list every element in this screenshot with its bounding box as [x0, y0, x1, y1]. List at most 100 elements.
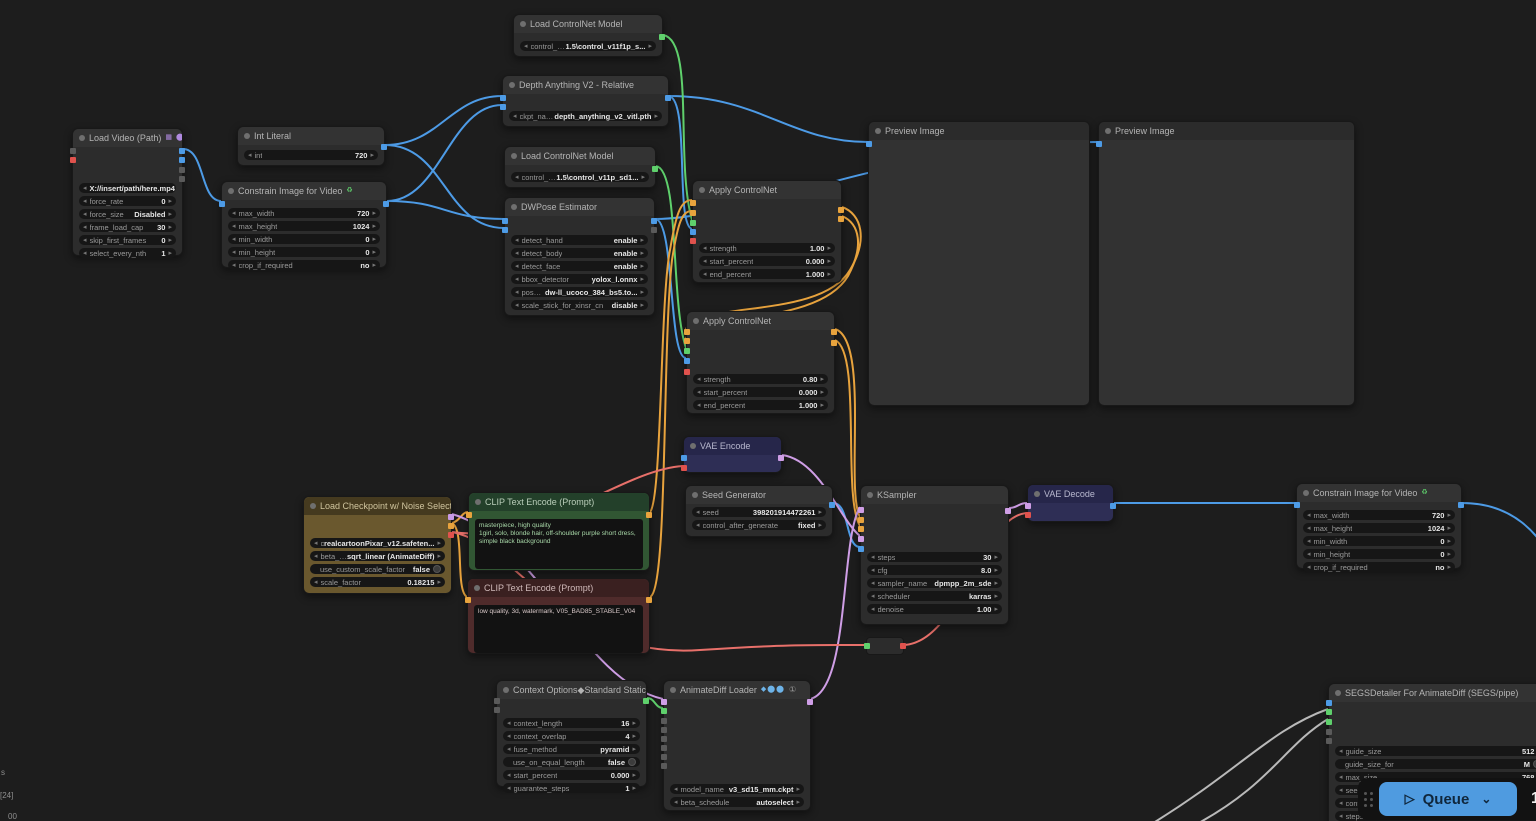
increment-arrow-icon[interactable]: ▸	[437, 579, 441, 586]
decrement-arrow-icon[interactable]: ◂	[507, 720, 511, 727]
increment-arrow-icon[interactable]: ▸	[168, 198, 172, 205]
output-slot-controlnet[interactable]	[659, 34, 665, 40]
input-slot[interactable]	[661, 736, 667, 742]
increment-arrow-icon[interactable]: ▸	[370, 152, 374, 159]
node-header[interactable]: Load Checkpoint w/ Noise Select ◆⬤⬤	[304, 497, 451, 515]
input-slot[interactable]	[661, 727, 667, 733]
input-slot-image[interactable]	[1294, 502, 1300, 508]
node-header[interactable]: Preview Image	[1099, 122, 1354, 140]
node-preview-image-1[interactable]: Preview Image	[866, 121, 1090, 406]
output-slot[interactable]	[179, 157, 185, 163]
input-slot[interactable]	[1326, 719, 1332, 725]
collapse-icon[interactable]	[474, 585, 480, 591]
node-header[interactable]: Load ControlNet Model	[505, 147, 655, 165]
decrement-arrow-icon[interactable]: ◂	[83, 224, 87, 231]
output-slot-vae[interactable]	[900, 643, 906, 649]
decrement-arrow-icon[interactable]: ◂	[515, 174, 519, 181]
increment-arrow-icon[interactable]: ▸	[168, 237, 172, 244]
increment-arrow-icon[interactable]: ▸	[820, 376, 824, 383]
increment-arrow-icon[interactable]: ▸	[818, 522, 822, 529]
queue-button[interactable]: ▷ Queue ⌄	[1379, 782, 1517, 816]
node-load-checkpoint[interactable]: Load Checkpoint w/ Noise Select ◆⬤⬤ ◂ckp…	[303, 496, 454, 594]
increment-arrow-icon[interactable]: ▸	[372, 236, 376, 243]
input-slot[interactable]	[661, 763, 667, 769]
node-header[interactable]: CLIP Text Encode (Prompt)	[468, 579, 649, 597]
node-load-controlnet-2[interactable]: Load ControlNet Model ◂control_net_name1…	[504, 146, 658, 188]
collapse-icon[interactable]	[693, 318, 699, 324]
collapse-icon[interactable]	[310, 503, 316, 509]
input-slot-samples[interactable]	[1025, 503, 1031, 509]
increment-arrow-icon[interactable]: ▸	[168, 250, 172, 257]
increment-arrow-icon[interactable]: ▸	[994, 606, 998, 613]
decrement-arrow-icon[interactable]: ◂	[696, 509, 700, 516]
decrement-arrow-icon[interactable]: ◂	[515, 302, 519, 309]
node-load-video-path[interactable]: Load Video (Path) ▦ ⬤⬤⬤ ? ◂videoX://inse…	[70, 128, 185, 258]
increment-arrow-icon[interactable]: ▸	[648, 43, 652, 50]
collapse-icon[interactable]	[1105, 128, 1111, 134]
decrement-arrow-icon[interactable]: ◂	[248, 152, 252, 159]
queue-count[interactable]: 1	[1531, 790, 1536, 807]
input-slot[interactable]	[1326, 738, 1332, 744]
decrement-arrow-icon[interactable]: ◂	[515, 237, 519, 244]
collapse-icon[interactable]	[475, 499, 481, 505]
node-header[interactable]: Load Video (Path) ▦ ⬤⬤⬤ ?	[73, 129, 182, 147]
collapse-icon[interactable]	[690, 443, 696, 449]
input-slot-vae[interactable]	[1025, 512, 1031, 518]
collapse-icon[interactable]	[511, 153, 517, 159]
output-slot-image[interactable]	[179, 148, 185, 154]
increment-arrow-icon[interactable]: ▸	[640, 263, 644, 270]
input-slot-clip[interactable]	[465, 597, 471, 603]
decrement-arrow-icon[interactable]: ◂	[314, 579, 318, 586]
input-slot[interactable]	[500, 104, 506, 110]
output-slot-image[interactable]	[383, 201, 389, 207]
increment-arrow-icon[interactable]: ▸	[640, 250, 644, 257]
decrement-arrow-icon[interactable]: ◂	[697, 389, 701, 396]
node-header[interactable]: Depth Anything V2 - Relative	[503, 76, 668, 94]
decrement-arrow-icon[interactable]: ◂	[871, 554, 875, 561]
node-vae-encode[interactable]: VAE Encode	[681, 436, 784, 473]
decrement-arrow-icon[interactable]: ◂	[507, 772, 511, 779]
decrement-arrow-icon[interactable]: ◂	[314, 553, 318, 560]
toggle-knob-icon[interactable]	[628, 758, 636, 766]
collapse-icon[interactable]	[79, 135, 85, 141]
input-slot-vae[interactable]	[681, 465, 687, 471]
input-slot[interactable]	[494, 707, 500, 713]
decrement-arrow-icon[interactable]: ◂	[83, 198, 87, 205]
decrement-arrow-icon[interactable]: ◂	[871, 593, 875, 600]
output-slot-image[interactable]	[651, 218, 657, 224]
output-slot-model[interactable]	[448, 514, 454, 520]
collapse-icon[interactable]	[1335, 690, 1341, 696]
input-slot[interactable]	[494, 698, 500, 704]
input-slot-seed[interactable]	[858, 546, 864, 552]
node-header[interactable]: DWPose Estimator	[505, 198, 654, 216]
output-slot-conditioning[interactable]	[646, 597, 652, 603]
collapse-icon[interactable]	[692, 492, 698, 498]
increment-arrow-icon[interactable]: ▸	[820, 389, 824, 396]
output-slot-model[interactable]	[807, 699, 813, 705]
increment-arrow-icon[interactable]: ▸	[640, 276, 644, 283]
increment-arrow-icon[interactable]: ▸	[632, 772, 636, 779]
positive-prompt-textarea[interactable]: masterpiece, high quality 1girl, solo, b…	[475, 519, 643, 569]
node-header[interactable]: Int Literal	[238, 127, 384, 145]
decrement-arrow-icon[interactable]: ◂	[696, 522, 700, 529]
